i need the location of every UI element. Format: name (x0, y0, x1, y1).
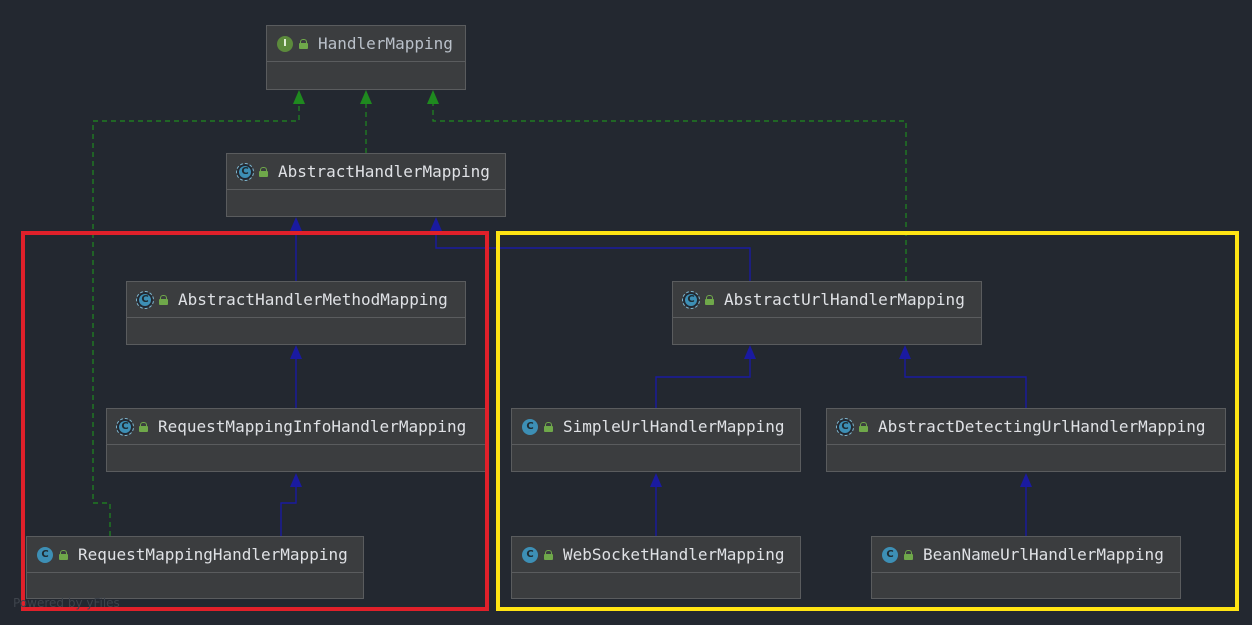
class-icon: C (522, 418, 538, 435)
edge-implements-rmhm (92, 104, 300, 536)
arrowhead-blue (744, 345, 756, 359)
abstract-class-icon: C (236, 162, 254, 181)
edge-implements-auhm (432, 104, 907, 281)
public-lock-icon (544, 550, 553, 560)
node-title: RequestMappingHandlerMapping (78, 545, 348, 564)
public-lock-icon (59, 550, 68, 560)
watermark: Powered by yFiles (13, 596, 120, 610)
node-simple-url-handler-mapping[interactable]: C SimpleUrlHandlerMapping (511, 408, 801, 472)
abstract-class-icon: C (836, 417, 854, 436)
public-lock-icon (904, 550, 913, 560)
node-handler-mapping[interactable]: I HandlerMapping (266, 25, 466, 90)
public-lock-icon (299, 39, 308, 49)
node-title: SimpleUrlHandlerMapping (563, 417, 785, 436)
arrowhead-green (427, 90, 439, 104)
arrowhead-blue (650, 473, 662, 487)
node-bean-name-url-handler-mapping[interactable]: C BeanNameUrlHandlerMapping (871, 536, 1181, 599)
node-title: AbstractHandlerMethodMapping (178, 290, 448, 309)
arrowhead-blue (430, 217, 442, 231)
abstract-class-icon: C (682, 290, 700, 309)
arrowhead-green (293, 90, 305, 104)
edge-extends-suhm (655, 359, 751, 408)
arrowhead-blue (290, 217, 302, 231)
node-abstract-detecting-url-handler-mapping[interactable]: C AbstractDetectingUrlHandlerMapping (826, 408, 1226, 472)
arrowhead-blue (290, 473, 302, 487)
node-abstract-handler-method-mapping[interactable]: C AbstractHandlerMethodMapping (126, 281, 466, 345)
node-title: HandlerMapping (318, 34, 453, 53)
node-abstract-url-handler-mapping[interactable]: C AbstractUrlHandlerMapping (672, 281, 982, 345)
node-request-mapping-handler-mapping[interactable]: C RequestMappingHandlerMapping (26, 536, 364, 599)
class-icon: C (37, 546, 53, 563)
highlight-frame-right (496, 231, 1239, 611)
node-title: AbstractDetectingUrlHandlerMapping (878, 417, 1206, 436)
highlight-frame-left (21, 231, 489, 611)
node-title: RequestMappingInfoHandlerMapping (158, 417, 467, 436)
edge-extends-aduhm (904, 359, 1027, 408)
public-lock-icon (859, 422, 868, 432)
public-lock-icon (259, 167, 268, 177)
node-title: AbstractHandlerMapping (278, 162, 490, 181)
arrowhead-blue (899, 345, 911, 359)
abstract-class-icon: C (116, 417, 134, 436)
node-request-mapping-info-handler-mapping[interactable]: C RequestMappingInfoHandlerMapping (106, 408, 486, 472)
node-web-socket-handler-mapping[interactable]: C WebSocketHandlerMapping (511, 536, 801, 599)
edge-extends-rmhm (280, 487, 297, 536)
public-lock-icon (705, 295, 714, 305)
node-abstract-handler-mapping[interactable]: C AbstractHandlerMapping (226, 153, 506, 217)
node-title: WebSocketHandlerMapping (563, 545, 785, 564)
class-icon: C (522, 546, 538, 563)
public-lock-icon (139, 422, 148, 432)
public-lock-icon (544, 422, 553, 432)
arrowhead-green (360, 90, 372, 104)
interface-icon: I (277, 35, 293, 52)
arrowhead-blue (290, 345, 302, 359)
arrowhead-blue (1020, 473, 1032, 487)
node-title: AbstractUrlHandlerMapping (724, 290, 965, 309)
node-title: BeanNameUrlHandlerMapping (923, 545, 1164, 564)
edge-extends-auhm (435, 231, 751, 281)
abstract-class-icon: C (136, 290, 154, 309)
public-lock-icon (159, 295, 168, 305)
class-icon: C (882, 546, 898, 563)
